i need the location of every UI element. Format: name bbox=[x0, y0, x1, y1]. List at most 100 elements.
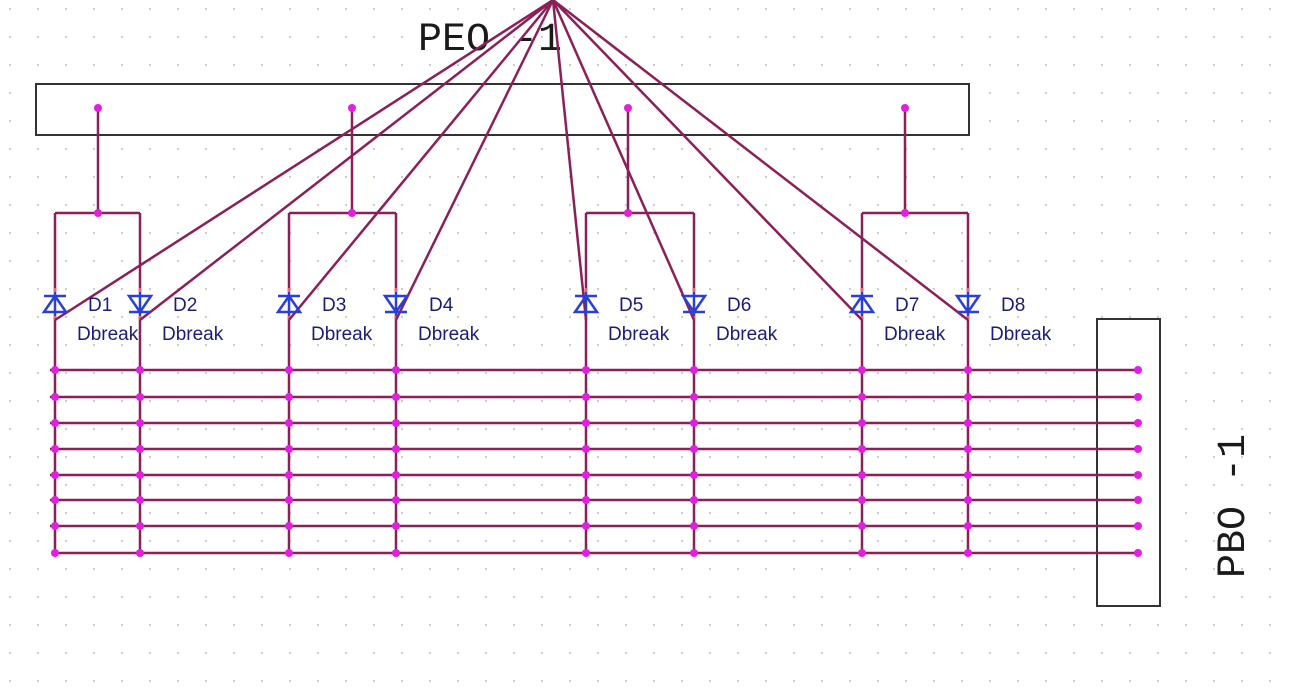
side-bus-pin-junction[interactable] bbox=[1134, 549, 1142, 557]
row-junction[interactable] bbox=[582, 393, 590, 401]
row-junction[interactable] bbox=[690, 393, 698, 401]
row-junction[interactable] bbox=[51, 419, 59, 427]
row-junction[interactable] bbox=[136, 522, 144, 530]
row-junction[interactable] bbox=[392, 549, 400, 557]
row-junction[interactable] bbox=[51, 471, 59, 479]
bus-tap-junction[interactable] bbox=[94, 104, 102, 112]
row-junction[interactable] bbox=[690, 471, 698, 479]
bus-tap-junction[interactable] bbox=[348, 104, 356, 112]
row-junction[interactable] bbox=[964, 419, 972, 427]
side-bus-pin-junction[interactable] bbox=[1134, 393, 1142, 401]
row-junction[interactable] bbox=[964, 445, 972, 453]
row-junction[interactable] bbox=[690, 549, 698, 557]
row-junction[interactable] bbox=[285, 445, 293, 453]
row-junction[interactable] bbox=[285, 419, 293, 427]
side-bus-pin-junction[interactable] bbox=[1134, 419, 1142, 427]
diode-symbol[interactable] bbox=[382, 292, 410, 316]
row-junction[interactable] bbox=[582, 549, 590, 557]
x[interactable] bbox=[552, 0, 863, 321]
diode-symbol[interactable] bbox=[41, 292, 69, 316]
row-junction[interactable] bbox=[392, 522, 400, 530]
row-junction[interactable] bbox=[690, 445, 698, 453]
yoke-junction[interactable] bbox=[348, 209, 356, 217]
side-bus-pin-junction[interactable] bbox=[1134, 471, 1142, 479]
row-junction[interactable] bbox=[858, 549, 866, 557]
x[interactable] bbox=[551, 0, 588, 321]
row-junction[interactable] bbox=[582, 522, 590, 530]
yoke-junction[interactable] bbox=[94, 209, 102, 217]
row-junction[interactable] bbox=[136, 393, 144, 401]
diode-symbol[interactable] bbox=[126, 292, 154, 316]
row-junction[interactable] bbox=[285, 496, 293, 504]
row-junction[interactable] bbox=[285, 549, 293, 557]
row-junction[interactable] bbox=[582, 471, 590, 479]
x[interactable] bbox=[54, 0, 554, 322]
row-junction[interactable] bbox=[285, 471, 293, 479]
row-junction[interactable] bbox=[392, 393, 400, 401]
row-junction[interactable] bbox=[858, 522, 866, 530]
row-junction[interactable] bbox=[136, 445, 144, 453]
bus-tap-junction[interactable] bbox=[624, 104, 632, 112]
row-junction[interactable] bbox=[964, 393, 972, 401]
row-junction[interactable] bbox=[285, 522, 293, 530]
bus-tap-junction[interactable] bbox=[901, 104, 909, 112]
row-junction[interactable] bbox=[285, 366, 293, 374]
diode-symbol[interactable] bbox=[275, 292, 303, 316]
row-junction[interactable] bbox=[690, 419, 698, 427]
x[interactable] bbox=[551, 0, 696, 321]
row-junction[interactable] bbox=[51, 445, 59, 453]
side-bus-pin-junction[interactable] bbox=[1134, 445, 1142, 453]
row-junction[interactable] bbox=[858, 393, 866, 401]
top-bus-box[interactable] bbox=[35, 83, 970, 136]
x[interactable] bbox=[394, 0, 555, 321]
row-junction[interactable] bbox=[136, 496, 144, 504]
yoke-junction[interactable] bbox=[901, 209, 909, 217]
row-junction[interactable] bbox=[690, 522, 698, 530]
row-junction[interactable] bbox=[858, 445, 866, 453]
row-junction[interactable] bbox=[136, 471, 144, 479]
row-junction[interactable] bbox=[858, 419, 866, 427]
yoke-junction[interactable] bbox=[624, 209, 632, 217]
side-bus-pin-junction[interactable] bbox=[1134, 522, 1142, 530]
row-junction[interactable] bbox=[285, 393, 293, 401]
diode-symbol[interactable] bbox=[572, 292, 600, 316]
row-junction[interactable] bbox=[51, 496, 59, 504]
row-junction[interactable] bbox=[392, 471, 400, 479]
row-junction[interactable] bbox=[392, 496, 400, 504]
row-junction[interactable] bbox=[964, 522, 972, 530]
row-junction[interactable] bbox=[51, 549, 59, 557]
row-junction[interactable] bbox=[136, 419, 144, 427]
side-bus-pin-junction[interactable] bbox=[1134, 366, 1142, 374]
row-junction[interactable] bbox=[392, 419, 400, 427]
diode-ref-label: D8 bbox=[1001, 295, 1025, 316]
row-junction[interactable] bbox=[136, 549, 144, 557]
row-junction[interactable] bbox=[582, 445, 590, 453]
row-junction[interactable] bbox=[858, 496, 866, 504]
row-junction[interactable] bbox=[51, 522, 59, 530]
x[interactable] bbox=[288, 0, 554, 321]
x[interactable] bbox=[139, 0, 554, 321]
row-junction[interactable] bbox=[51, 366, 59, 374]
row-junction[interactable] bbox=[582, 419, 590, 427]
row-junction[interactable] bbox=[51, 393, 59, 401]
x[interactable] bbox=[552, 0, 969, 321]
row-junction[interactable] bbox=[392, 445, 400, 453]
row-junction[interactable] bbox=[858, 471, 866, 479]
diode-symbol[interactable] bbox=[954, 292, 982, 316]
row-junction[interactable] bbox=[964, 366, 972, 374]
side-bus-box[interactable] bbox=[1096, 318, 1161, 607]
row-junction[interactable] bbox=[392, 366, 400, 374]
row-junction[interactable] bbox=[964, 471, 972, 479]
row-junction[interactable] bbox=[136, 366, 144, 374]
side-bus-pin-junction[interactable] bbox=[1134, 496, 1142, 504]
diode-symbol[interactable] bbox=[848, 292, 876, 316]
row-junction[interactable] bbox=[582, 366, 590, 374]
row-junction[interactable] bbox=[690, 496, 698, 504]
row-junction[interactable] bbox=[964, 496, 972, 504]
diode-symbol[interactable] bbox=[680, 292, 708, 316]
row-junction[interactable] bbox=[690, 366, 698, 374]
diode-value-label: Dbreak bbox=[884, 324, 946, 345]
row-junction[interactable] bbox=[858, 366, 866, 374]
row-junction[interactable] bbox=[964, 549, 972, 557]
row-junction[interactable] bbox=[582, 496, 590, 504]
